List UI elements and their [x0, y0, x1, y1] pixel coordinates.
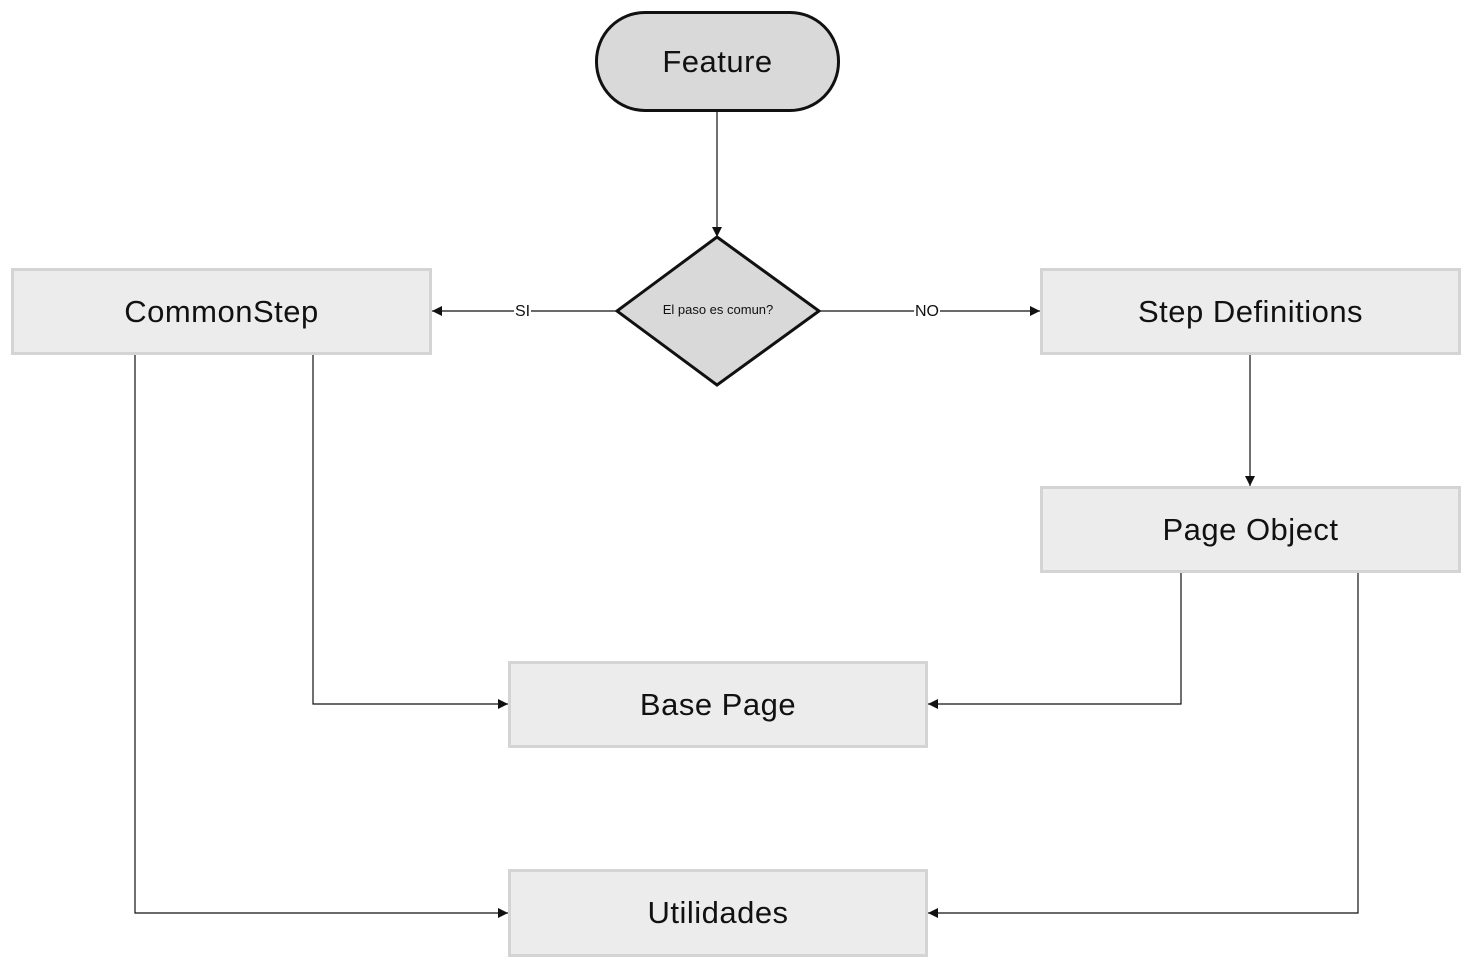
feature-node: Feature [595, 11, 840, 112]
basepage-node: Base Page [508, 661, 928, 748]
edge-label-si: SI [514, 303, 532, 321]
feature-node-label: Feature [662, 43, 773, 79]
edge-commonstep-to-basepage [312, 354, 508, 709]
utilidades-node-label: Utilidades [647, 895, 789, 930]
pageobject-node-label: Page Object [1162, 511, 1339, 547]
commonstep-node: CommonStep [11, 268, 432, 355]
edge-pageobject-to-utilidades [928, 572, 1359, 918]
edge-pageobject-to-basepage [928, 572, 1182, 709]
decision-node-label: El paso es comun? [662, 302, 774, 317]
stepdefinitions-node: Step Definitions [1040, 268, 1461, 355]
edge-commonstep-to-utilidades [134, 354, 508, 918]
edge-label-no: NO [914, 303, 940, 321]
pageobject-node: Page Object [1040, 486, 1461, 573]
utilidades-node: Utilidades [508, 869, 928, 957]
stepdefinitions-node-label: Step Definitions [1137, 293, 1364, 329]
basepage-node-label: Base Page [639, 686, 797, 722]
commonstep-node-label: CommonStep [124, 293, 319, 329]
decision-diamond-shape [614, 235, 822, 387]
